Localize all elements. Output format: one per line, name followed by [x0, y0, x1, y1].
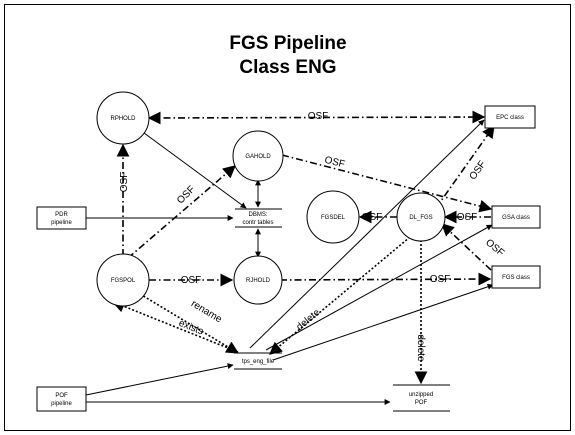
outer-border — [4, 4, 571, 431]
node-fgsdel-shape — [306, 190, 360, 244]
edge-label-osf: OSF — [483, 237, 506, 259]
edge-label-delete: delete — [415, 334, 426, 362]
node-unzipped-pof-label: unzipped — [409, 392, 433, 398]
node-gsa-class-label: GSA class — [502, 215, 530, 221]
node-fgs-class[interactable]: FGS class — [491, 265, 541, 289]
edge-tps-gsa — [265, 224, 493, 351]
edge-gahold-gsa — [281, 154, 493, 213]
node-rphold-shape — [96, 91, 150, 145]
edge-label-osf: OSF — [175, 184, 197, 206]
node-pof-pipeline-label: pipeline — [51, 401, 72, 407]
node-pdr-pipeline-label: PDR — [55, 212, 68, 218]
edge-label-delete: delete — [294, 307, 322, 333]
edge-label-osf: OSF — [362, 212, 383, 223]
edge-pof-tps — [85, 363, 234, 396]
node-dl-fgs-shape — [396, 192, 446, 242]
node-fgspol-shape — [96, 253, 150, 307]
node-pof-pipeline-label: POF — [55, 393, 68, 399]
edge-label-osf: OSF — [430, 274, 451, 285]
edge-label-osf: OSF — [308, 111, 329, 122]
edge-label-rename: rename — [189, 298, 224, 325]
edge-tps-fgspol — [111, 300, 239, 353]
node-gahold-shape — [232, 130, 284, 182]
edge-label-osf: OSF — [468, 159, 489, 182]
node-fgspol-label: FGSPOL — [111, 278, 136, 284]
edge-tps-fgs — [272, 283, 494, 361]
node-rjhold-shape — [233, 255, 283, 305]
node-fgsdel[interactable]: FGSDEL — [306, 190, 360, 244]
node-dbms[interactable]: DBMS: contr tables — [235, 208, 282, 228]
node-dbms-label: DBMS: — [248, 212, 267, 218]
node-rphold[interactable]: RPHOLD — [96, 91, 150, 145]
node-dl-fgs-label: DL_FGS — [409, 215, 432, 221]
node-dl-fgs[interactable]: DL_FGS — [396, 192, 446, 242]
node-fgs-class-shape — [491, 265, 541, 289]
edge-rphold-epc — [147, 110, 486, 125]
node-fgsdel-label: FGSDEL — [321, 215, 346, 221]
node-epc-class-label: EPC class — [496, 115, 524, 121]
node-pdr-pipeline-label: pipeline — [51, 220, 72, 226]
edge-label-exists: exists — [177, 318, 205, 338]
node-pof-pipeline-shape — [36, 386, 87, 412]
edge-tps-epc — [249, 119, 485, 349]
edge-fgspol-gahold — [127, 165, 236, 259]
node-gsa-class-shape — [491, 205, 541, 229]
edge-fgspol-tps — [139, 293, 240, 354]
node-gsa-class[interactable]: GSA class — [491, 205, 541, 229]
node-gahold[interactable]: GAHOLD — [232, 130, 284, 182]
edge-rjhold-fgs — [279, 272, 492, 286]
node-rphold-label: RPHOLD — [110, 116, 136, 122]
node-fgspol[interactable]: FGSPOL — [96, 253, 150, 307]
node-tps-eng-file-label: tps_eng_file — [242, 359, 275, 365]
node-pdr-pipeline[interactable]: PDR pipeline — [36, 206, 87, 230]
node-tps-eng-file[interactable]: tps_eng_file — [234, 352, 282, 370]
node-pof-pipeline[interactable]: POF pipeline — [36, 386, 87, 412]
diagram-title-line2: Class ENG — [239, 57, 336, 78]
edge-dlfgs-epc — [435, 124, 495, 209]
node-pdr-pipeline-shape — [36, 206, 87, 230]
diagram-title-line1: FGS Pipeline — [229, 33, 346, 54]
node-dbms-label: contr tables — [242, 220, 273, 226]
edge-fgs-dlfgs — [441, 223, 492, 271]
node-unzipped-pof[interactable]: unzipped POF — [393, 384, 450, 412]
edge-label-osf: OSF — [457, 212, 478, 223]
node-gahold-label: GAHOLD — [245, 154, 271, 160]
edge-label-osf: OSF — [181, 275, 202, 286]
edge-rphold-dbms — [139, 129, 247, 209]
node-rjhold-label: RJHOLD — [246, 278, 271, 284]
node-rjhold[interactable]: RJHOLD — [233, 255, 283, 305]
node-epc-class-shape — [484, 105, 536, 129]
edge-label-osf: OSF — [119, 172, 130, 193]
node-unzipped-pof-label: POF — [415, 400, 428, 406]
node-epc-class[interactable]: EPC class — [484, 105, 536, 129]
node-fgs-class-label: FGS class — [502, 275, 530, 281]
edge-label-osf: OSF — [323, 155, 346, 171]
